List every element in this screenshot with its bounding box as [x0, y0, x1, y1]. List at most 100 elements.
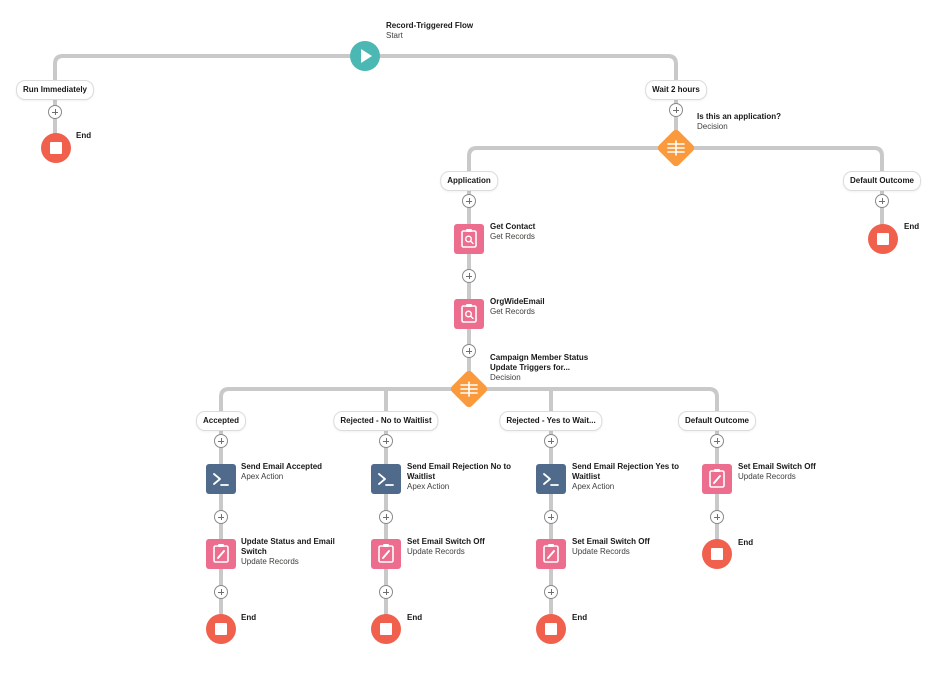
- send-email-rejection-no-title-line1: Send Email Rejection No to: [407, 462, 512, 471]
- stop-icon: [371, 614, 401, 644]
- decision-node[interactable]: [655, 127, 697, 169]
- add-element-button[interactable]: [875, 194, 889, 208]
- add-element-button[interactable]: [544, 585, 558, 599]
- start-subtitle: Start: [386, 31, 403, 40]
- get-contact-title: Get Contact: [490, 222, 536, 231]
- add-element-button[interactable]: [48, 105, 62, 119]
- path-wait-2-hours[interactable]: Wait 2 hours: [645, 80, 707, 100]
- outcome-rejected-yes-waitlist[interactable]: Rejected - Yes to Wait...: [499, 411, 603, 431]
- update-status-subtitle: Update Records: [241, 557, 299, 566]
- add-element-button[interactable]: [710, 510, 724, 524]
- org-wide-email-node[interactable]: [454, 299, 484, 329]
- send-email-rejection-no-label: Send Email Rejection No to Waitlist Apex…: [407, 462, 511, 492]
- get-records-icon: [454, 224, 484, 254]
- start-label: Record-Triggered Flow Start: [386, 21, 473, 41]
- stop-icon: [702, 539, 732, 569]
- play-icon: [350, 41, 380, 71]
- set-email-switch-off-label: Set Email Switch Off Update Records: [407, 537, 485, 557]
- send-email-rejection-no-title-line2: Waitlist: [407, 472, 436, 481]
- add-element-button[interactable]: [214, 510, 228, 524]
- outcome-default[interactable]: Default Outcome: [842, 171, 922, 191]
- decision-title-line2: Update Triggers for...: [490, 363, 571, 372]
- send-email-accepted-subtitle: Apex Action: [241, 472, 284, 481]
- end-label: End: [241, 613, 256, 623]
- get-records-icon: [454, 299, 484, 329]
- outcome-accepted[interactable]: Accepted: [195, 411, 247, 431]
- update-records-icon: [702, 464, 732, 494]
- end-node[interactable]: [41, 133, 71, 163]
- add-element-button[interactable]: [544, 434, 558, 448]
- end-node[interactable]: [536, 614, 566, 644]
- decision-label: Is this an application? Decision: [697, 112, 781, 132]
- set-email-switch-off-title: Set Email Switch Off: [407, 537, 485, 546]
- send-email-rejection-yes-node[interactable]: [536, 464, 566, 494]
- send-email-accepted-label: Send Email Accepted Apex Action: [241, 462, 322, 482]
- outcome-default[interactable]: Default Outcome: [677, 411, 757, 431]
- set-email-switch-off-node[interactable]: [702, 464, 732, 494]
- end-node[interactable]: [702, 539, 732, 569]
- start-node[interactable]: [349, 40, 381, 72]
- stop-icon: [41, 133, 71, 163]
- update-status-title-line1: Update Status and Email: [241, 537, 335, 546]
- add-element-button[interactable]: [462, 269, 476, 283]
- update-records-icon: [206, 539, 236, 569]
- add-element-button[interactable]: [669, 103, 683, 117]
- add-element-button[interactable]: [379, 585, 393, 599]
- end-node[interactable]: [206, 614, 236, 644]
- send-email-rejection-no-subtitle: Apex Action: [407, 482, 450, 491]
- end-node[interactable]: [371, 614, 401, 644]
- org-wide-email-title: OrgWideEmail: [490, 297, 545, 306]
- decision-icon: [657, 129, 695, 167]
- set-email-switch-off-node[interactable]: [371, 539, 401, 569]
- outcome-application[interactable]: Application: [440, 171, 498, 191]
- decision-node[interactable]: [448, 368, 490, 410]
- set-email-switch-off-label: Set Email Switch Off Update Records: [572, 537, 650, 557]
- path-run-immediately[interactable]: Run Immediately: [15, 80, 95, 100]
- end-text: End: [241, 613, 257, 622]
- end-label: End: [572, 613, 587, 623]
- add-element-button[interactable]: [379, 434, 393, 448]
- set-email-switch-off-label: Set Email Switch Off Update Records: [738, 462, 816, 482]
- add-element-button[interactable]: [462, 194, 476, 208]
- get-contact-node[interactable]: [454, 224, 484, 254]
- decision-subtitle: Decision: [697, 122, 728, 131]
- decision-subtitle: Decision: [490, 373, 521, 382]
- update-status-node[interactable]: [206, 539, 236, 569]
- set-email-switch-off-subtitle: Update Records: [407, 547, 465, 556]
- send-email-rejection-yes-title-line2: Waitlist: [572, 472, 601, 481]
- update-status-label: Update Status and Email Switch Update Re…: [241, 537, 335, 567]
- set-email-switch-off-subtitle: Update Records: [572, 547, 630, 556]
- update-records-icon: [371, 539, 401, 569]
- send-email-rejection-yes-label: Send Email Rejection Yes to Waitlist Ape…: [572, 462, 679, 492]
- stop-icon: [868, 224, 898, 254]
- apex-icon: [371, 464, 401, 494]
- set-email-switch-off-node[interactable]: [536, 539, 566, 569]
- end-node[interactable]: [868, 224, 898, 254]
- add-element-button[interactable]: [214, 585, 228, 599]
- stop-icon: [536, 614, 566, 644]
- decision-label: Campaign Member Status Update Triggers f…: [490, 353, 588, 383]
- org-wide-email-subtitle: Get Records: [490, 307, 535, 316]
- add-element-button[interactable]: [462, 344, 476, 358]
- send-email-rejection-no-node[interactable]: [371, 464, 401, 494]
- add-element-button[interactable]: [544, 510, 558, 524]
- set-email-switch-off-title: Set Email Switch Off: [572, 537, 650, 546]
- end-text: End: [904, 222, 920, 231]
- end-text: End: [407, 613, 423, 622]
- end-label: End: [904, 222, 919, 232]
- outcome-rejected-no-waitlist[interactable]: Rejected - No to Waitlist: [333, 411, 439, 431]
- add-element-button[interactable]: [379, 510, 393, 524]
- stop-icon: [206, 614, 236, 644]
- end-label: End: [738, 538, 753, 548]
- decision-title: Is this an application?: [697, 112, 782, 121]
- send-email-rejection-yes-title-line1: Send Email Rejection Yes to: [572, 462, 679, 471]
- apex-icon: [206, 464, 236, 494]
- send-email-accepted-node[interactable]: [206, 464, 236, 494]
- add-element-button[interactable]: [214, 434, 228, 448]
- start-title: Record-Triggered Flow: [386, 21, 474, 30]
- send-email-accepted-title: Send Email Accepted: [241, 462, 323, 471]
- add-element-button[interactable]: [710, 434, 724, 448]
- decision-title-line1: Campaign Member Status: [490, 353, 589, 362]
- apex-icon: [536, 464, 566, 494]
